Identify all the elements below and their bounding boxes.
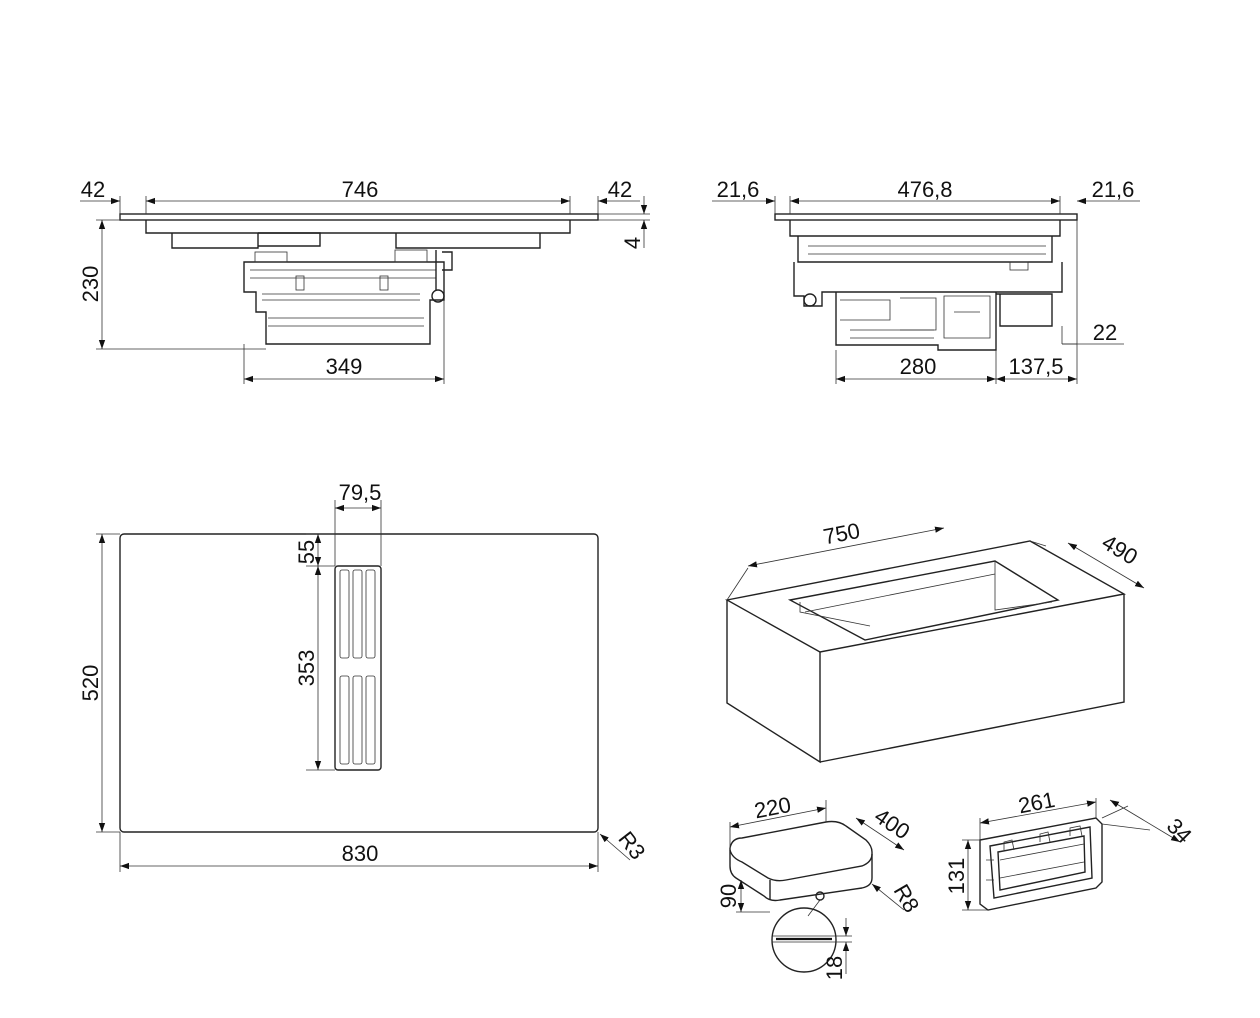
dim-front-width: 746 [342, 177, 379, 202]
dim-cutout-width: 750 [821, 518, 862, 550]
dim-duct-height: 131 [944, 858, 969, 895]
dim-filter-height: 90 [716, 884, 741, 908]
dim-top-width: 830 [342, 841, 379, 866]
dim-front-height: 230 [78, 266, 103, 303]
dim-top-corner-radius: R3 [613, 827, 650, 865]
dim-top-depth: 520 [78, 665, 103, 702]
duct-view: 261 131 34 [944, 787, 1197, 911]
dim-side-right: 21,6 [1092, 177, 1135, 202]
dim-filter-width: 220 [752, 792, 793, 824]
dim-top-vent-length: 353 [294, 650, 319, 687]
dim-filter-detail: 18 [822, 956, 847, 980]
dim-front-side-left: 42 [81, 177, 105, 202]
top-view: 79,5 55 353 520 830 R3 [78, 480, 650, 872]
filter-view: 220 400 90 R8 18 [716, 792, 924, 980]
dim-side-left: 21,6 [717, 177, 760, 202]
dim-cutout-depth: 490 [1098, 529, 1142, 569]
dim-side-offset: 137,5 [1008, 354, 1063, 379]
dim-filter-depth: 400 [870, 803, 914, 844]
dim-duct-width: 261 [1016, 787, 1057, 819]
dim-duct-depth: 34 [1162, 813, 1197, 848]
dim-filter-radius: R8 [889, 880, 925, 917]
dim-top-vent-width: 79,5 [339, 480, 382, 505]
dim-front-body-width: 349 [326, 354, 363, 379]
dim-side-gap: 22 [1093, 320, 1117, 345]
front-view: 42 746 42 4 230 349 [78, 177, 650, 384]
cutout-view: 750 490 [724, 518, 1145, 764]
dim-top-vent-offset: 55 [294, 540, 319, 564]
dim-side-motor-width: 280 [900, 354, 937, 379]
dim-side-width: 476,8 [897, 177, 952, 202]
dim-front-glass-thickness: 4 [620, 237, 645, 249]
side-view: 21,6 476,8 21,6 22 280 137,5 [712, 177, 1140, 384]
dim-front-side-right: 42 [608, 177, 632, 202]
